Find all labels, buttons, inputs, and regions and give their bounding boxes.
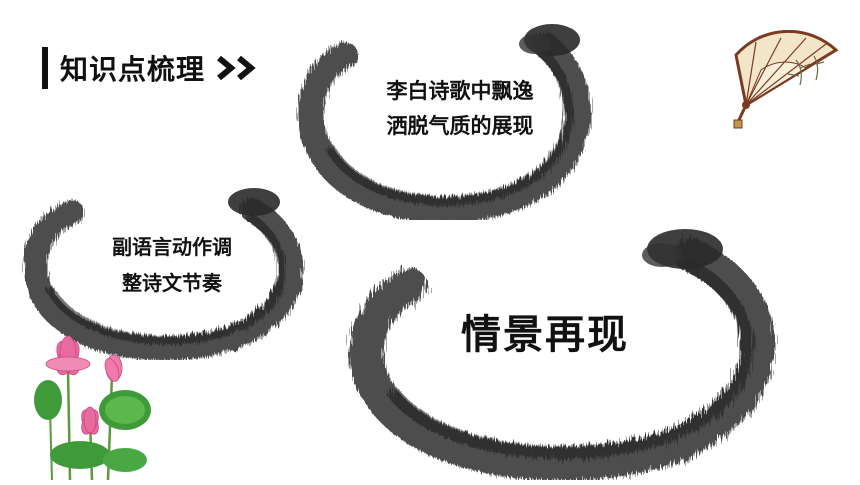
- double-chevron-right-icon: [215, 55, 261, 81]
- ink-brush-circle-icon: [298, 24, 591, 220]
- section-title: 知识点梳理: [60, 53, 206, 86]
- circle-text-2: 副语言动作调 整诗文节奏: [82, 229, 262, 301]
- ink-brush-circle-icon: [23, 188, 304, 360]
- ink-brush-circle-icon: [349, 229, 776, 480]
- circle-2-line-1: 副语言动作调: [112, 235, 232, 259]
- circle-2-line-2: 整诗文节奏: [122, 271, 222, 295]
- section-header: 知识点梳理: [42, 46, 261, 90]
- circle-1-line-2: 洒脱气质的展现: [386, 114, 534, 138]
- circle-text-1: 李白诗歌中飘逸 洒脱气质的展现: [360, 74, 560, 144]
- header-accent-bar: [42, 47, 48, 89]
- lotus-flower-icon: [34, 335, 151, 480]
- circle-3-line-1: 情景再现: [461, 312, 629, 358]
- circle-text-3: 情景再现: [445, 310, 645, 360]
- folding-fan-icon: [733, 30, 839, 129]
- circle-1-line-1: 李白诗歌中飘逸: [386, 79, 534, 103]
